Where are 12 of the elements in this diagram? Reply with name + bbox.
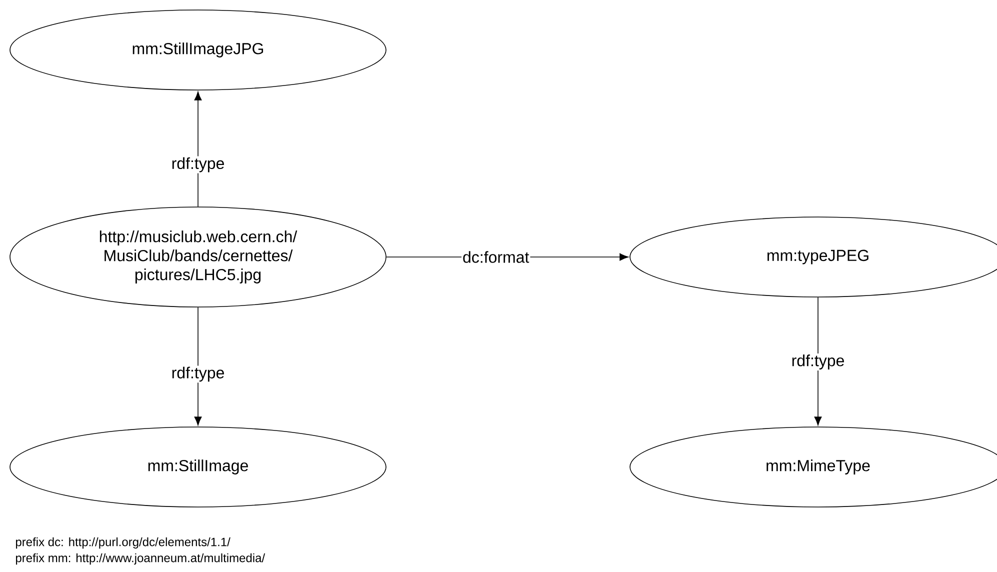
ellipse-node: http://musiclub.web.cern.ch/ MusiClub/bands/cernettes/ pictures/LHC5.jpg [10,206,386,308]
arrow [194,307,202,426]
ellipse-node: mm:StillImageJPG [10,10,386,90]
note: prefix dc: http://purl.org/dc/elements/1.1/ [16,537,230,549]
edge-label: rdf:type [792,354,844,370]
edge-label: dc:format [463,251,530,263]
arrow [194,92,202,207]
edge-label: rdf:type [172,157,224,172]
ellipse-node: mm:StillImage [10,426,386,508]
arrow [814,297,822,426]
edge-label: rdf:type [172,366,224,382]
note: prefix mm: http://www.joanneum.at/multimedia/ [16,553,266,565]
